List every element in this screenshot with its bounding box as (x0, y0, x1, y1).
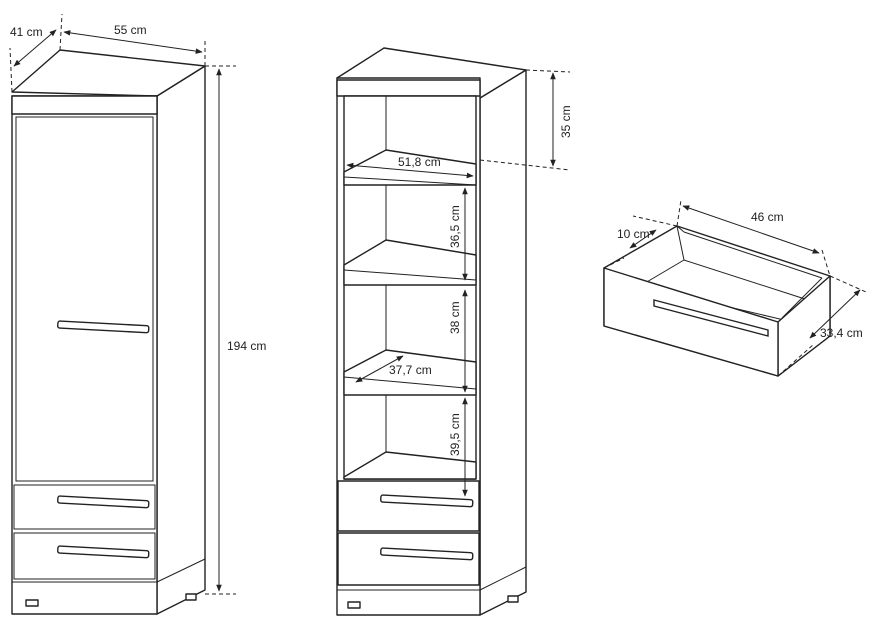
cabinet-foot (185, 593, 197, 601)
bookcase-drawing: 35 cm 51,8 cm 36,5 cm 38 cm 37,7 cm 39,5… (336, 47, 573, 616)
bookcase-top-section-label: 35 cm (559, 105, 573, 138)
cabinet-drawer-2 (13, 532, 156, 580)
drawer-handle (653, 299, 769, 337)
bookcase-foot (507, 595, 519, 603)
bookcase-bottom-shelf (343, 451, 477, 480)
bookcase-shelf-depth-label: 37,7 cm (389, 363, 432, 377)
cabinet-width-label: 55 cm (114, 23, 147, 37)
cabinet-top-edge (11, 95, 158, 115)
bookcase-inner-width-label: 51,8 cm (398, 155, 441, 169)
drawer-height-label: 10 cm (617, 227, 650, 241)
cabinet-door-handle (57, 320, 150, 334)
cabinet-drawer-handle-1 (57, 495, 150, 509)
bookcase-top-edge (336, 79, 481, 97)
cabinet-depth-label: 41 cm (10, 25, 43, 39)
cabinet-front (11, 95, 158, 615)
bookcase-shelf2-label: 38 cm (448, 301, 462, 334)
cabinet-drawer-handle-2 (57, 545, 150, 559)
drawer-depth-label: 33,4 cm (820, 326, 863, 340)
drawer-width-label: 46 cm (751, 210, 784, 224)
cabinet-height-label: 194 cm (227, 339, 266, 353)
bookcase-drawer-handle-1 (380, 494, 474, 508)
drawer-drawing: 46 cm 10 cm 33,4 cm (603, 199, 867, 377)
cabinet-foot (25, 599, 39, 607)
cabinet-side-panel (156, 65, 206, 615)
bookcase-side-panel (479, 69, 527, 616)
bookcase-shelf3-label: 39,5 cm (448, 413, 462, 456)
bookcase-foot (347, 601, 361, 609)
bookcase-drawer-handle-2 (380, 547, 474, 561)
bookcase-shelf1-label: 36,5 cm (448, 205, 462, 248)
cabinet-drawer-1 (13, 484, 156, 530)
cabinet-door (15, 116, 154, 482)
bookcase-shelf-2 (343, 239, 477, 286)
cabinet-drawing: 41 cm 55 cm 194 cm (9, 13, 266, 615)
